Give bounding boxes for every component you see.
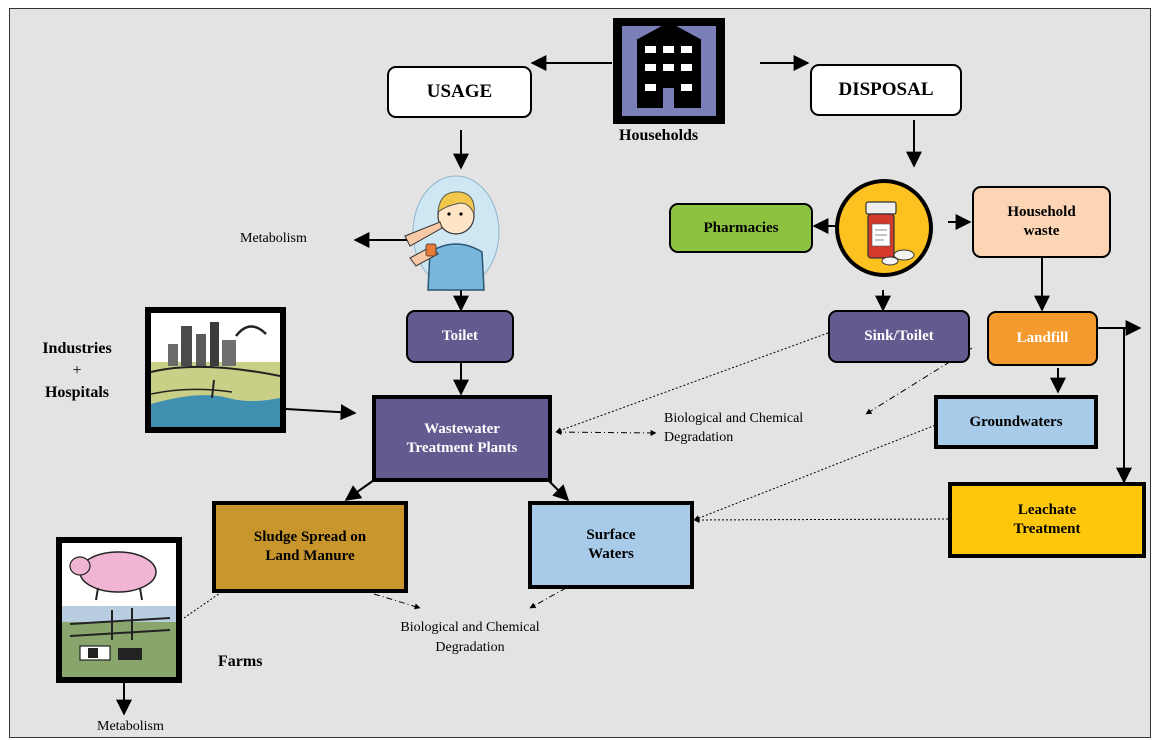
arrow-leachate-surface	[693, 516, 949, 523]
arrow-sludge-degradation	[373, 593, 421, 610]
wwtp-box: Wastewater Treatment Plants	[372, 395, 552, 482]
pharmacies-box: Pharmacies	[669, 203, 813, 253]
arrow-wwtp-sludge	[344, 479, 375, 501]
households-label: Households	[619, 127, 699, 144]
pig-and-cattle-icon	[56, 537, 182, 683]
arrow-groundwaters-surface	[693, 420, 947, 521]
sink-toilet-box: Sink/Toilet	[828, 310, 970, 363]
arrow-industries-wwtp	[285, 404, 357, 421]
leachate-box: Leachate Treatment	[948, 482, 1146, 558]
arrow-wwtp-surface	[547, 479, 570, 502]
factory-river-icon	[145, 307, 286, 433]
usage-box: USAGE	[387, 66, 532, 118]
pill-bottle-icon	[835, 179, 933, 277]
industries-hospitals-label: Industries + Hospitals	[42, 340, 112, 401]
sludge-box: Sludge Spread on Land Manure	[212, 501, 408, 593]
household-waste-box: Household waste	[972, 186, 1111, 258]
farms-label: Farms	[218, 653, 263, 670]
degradation-mid-label: Biological and Chemical Degradation	[664, 411, 804, 445]
arrow-sink-wwtp	[555, 332, 829, 433]
metabolism-bottom-label: Metabolism	[97, 719, 164, 734]
arrow-surface-degradation	[529, 587, 567, 609]
arrow-wwtp-degradation	[555, 429, 657, 436]
child-taking-medicine-icon	[404, 175, 500, 291]
surface-waters-box: Surface Waters	[528, 501, 694, 589]
groundwaters-box: Groundwaters	[934, 395, 1098, 449]
landfill-box: Landfill	[987, 311, 1098, 366]
degradation-bottom-label: Biological and Chemical Degradation	[400, 620, 540, 655]
metabolism-top-label: Metabolism	[240, 231, 307, 246]
solid-arrows	[116, 55, 1142, 716]
disposal-box: DISPOSAL	[810, 64, 962, 116]
apartment-building-icon	[613, 18, 725, 124]
arrow-landfill-degradation	[865, 347, 973, 415]
toilet-box: Toilet	[406, 310, 514, 363]
